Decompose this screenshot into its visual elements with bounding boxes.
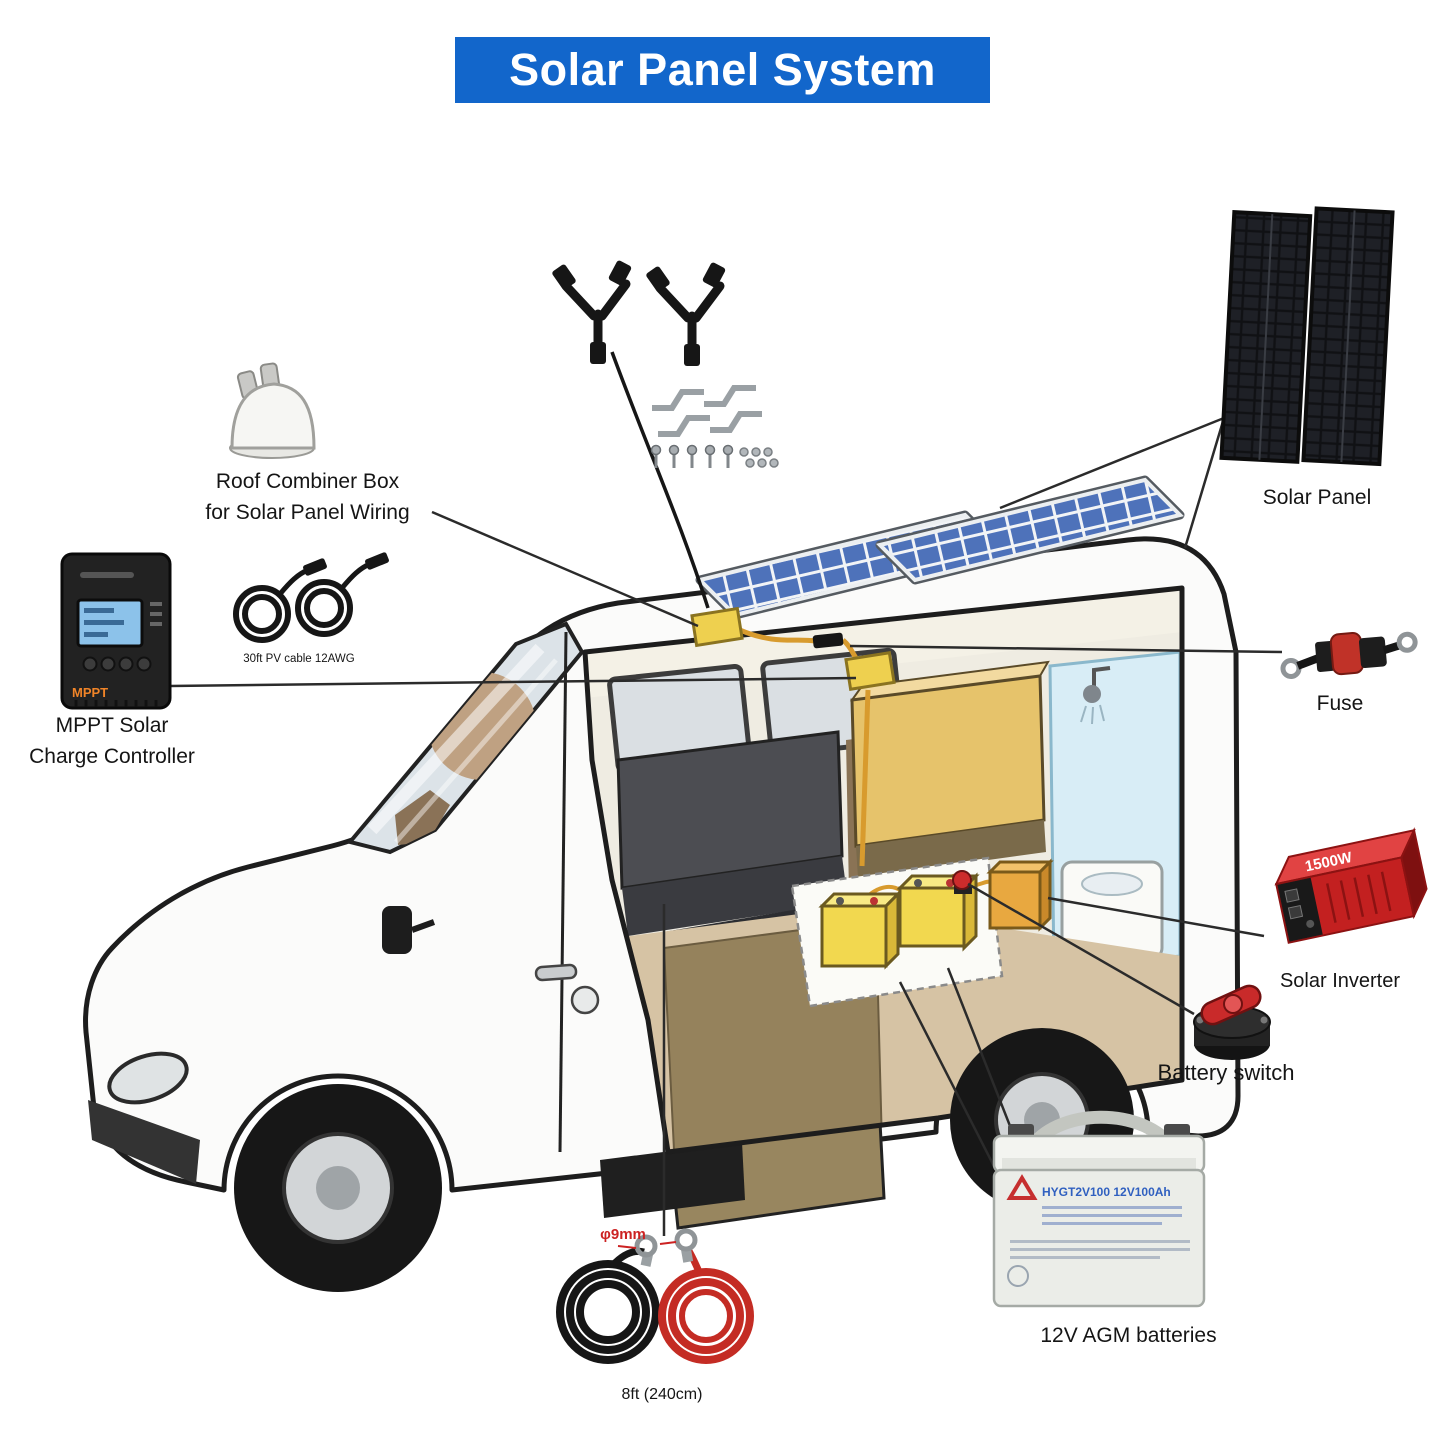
door-handle — [534, 963, 578, 982]
label-roof-combiner-line1: Roof Combiner Box — [215, 470, 400, 493]
label-mppt-line1: MPPT Solar — [55, 714, 169, 737]
ring-terminal — [674, 1228, 698, 1252]
label-solar-inverter: Solar Inverter — [1279, 970, 1401, 992]
label-fuse: Fuse — [1316, 692, 1364, 715]
label-roof-combiner-line2: for Solar Panel Wiring — [205, 501, 410, 524]
pv-cable-component — [233, 552, 389, 643]
label-roof-combiner: Roof Combiner Box for Solar Panel Wiring — [180, 466, 435, 528]
label-mppt-line2: Charge Controller — [29, 745, 195, 768]
label-battery-switch: Battery switch — [1157, 1060, 1295, 1085]
title-banner: Solar Panel System — [455, 37, 990, 103]
roof-combiner-component — [229, 362, 316, 459]
van-inverter-box — [986, 858, 1054, 932]
label-solar-panel: Solar Panel — [1262, 486, 1372, 509]
headlight — [107, 1051, 189, 1105]
battery-model-text: HYGT2V100 12V100Ah — [1042, 1185, 1171, 1199]
battery-cable-component — [556, 1228, 754, 1364]
side-mirror — [382, 906, 412, 954]
fuse-component — [1280, 631, 1418, 679]
front-wheel — [234, 1084, 442, 1292]
fuel-cap — [570, 985, 600, 1015]
page-title: Solar Panel System — [509, 44, 936, 95]
callout-lines — [169, 351, 1283, 1236]
inline-connector — [812, 632, 844, 649]
ring-terminal — [634, 1234, 658, 1258]
mppt-badge: MPPT — [72, 685, 108, 700]
van-battery-switch — [952, 870, 972, 894]
agm-battery-component: HYGT2V100 12V100Ah — [992, 1110, 1206, 1308]
label-pv-cable: 30ft PV cable 12AWG — [243, 653, 355, 665]
battery-switch-component — [1193, 984, 1271, 1060]
label-agm-batteries: 12V AGM batteries — [1040, 1324, 1217, 1347]
label-cable-diameter: φ9mm — [600, 1226, 646, 1243]
screws — [650, 444, 779, 468]
roof-solar-panels — [695, 475, 1185, 620]
mc4-y-branch-connectors — [552, 260, 726, 366]
solar-panel-component — [1219, 206, 1395, 467]
van-step — [600, 1142, 745, 1218]
mounting-brackets — [650, 385, 779, 468]
van-house-battery-1 — [818, 890, 902, 970]
inverter-component: 1500W — [1274, 827, 1428, 944]
roof-junction-boxes — [690, 606, 896, 691]
label-mppt-controller: MPPT Solar Charge Controller — [8, 710, 216, 772]
mppt-controller-component: MPPT — [60, 552, 172, 710]
front-bumper — [88, 1100, 200, 1184]
label-cable-length: 8ft (240cm) — [621, 1386, 703, 1403]
